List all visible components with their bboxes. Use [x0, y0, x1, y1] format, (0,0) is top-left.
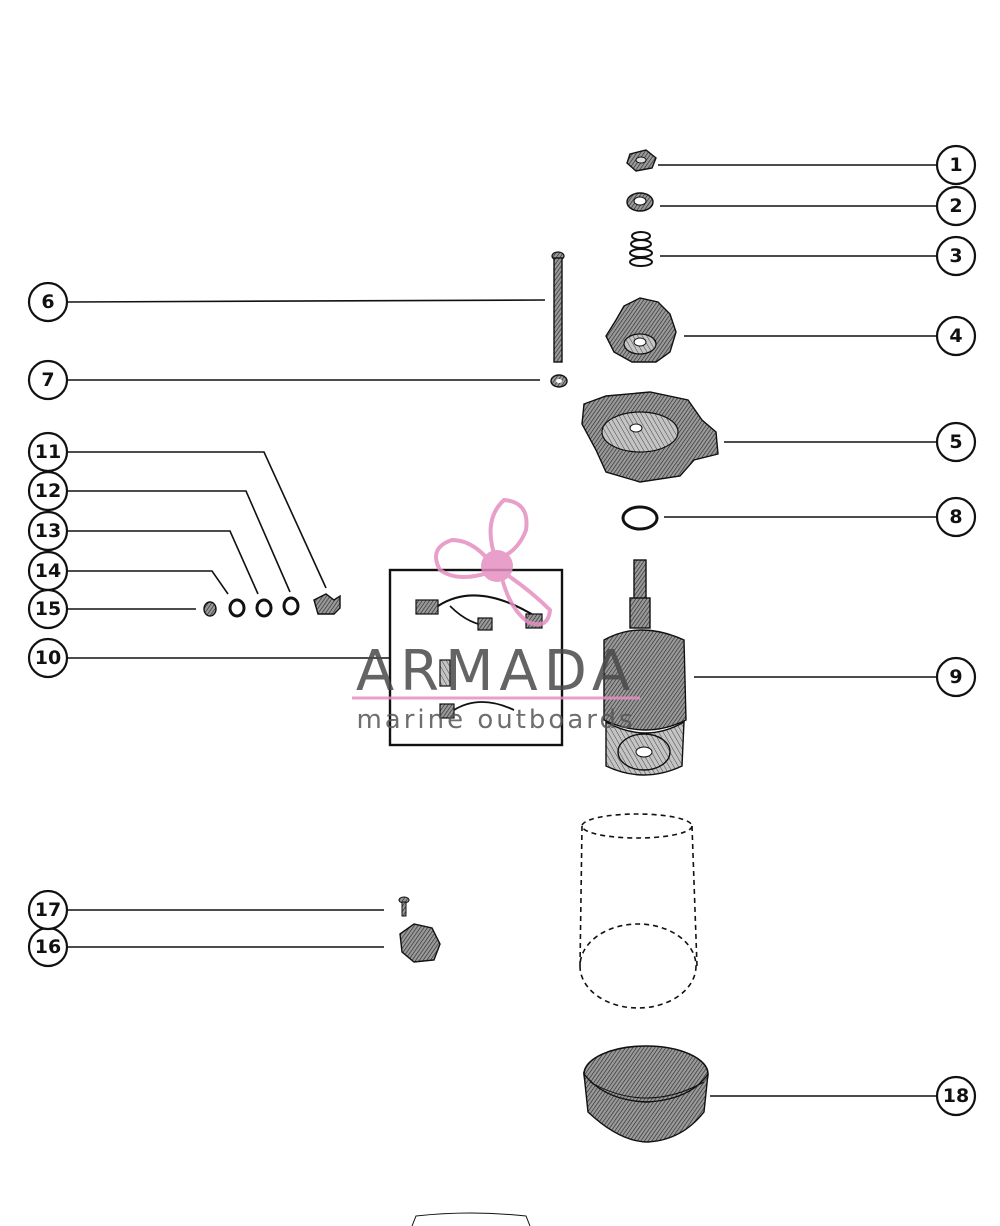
- callout-1: 1: [935, 144, 977, 186]
- svg-text:8: 8: [949, 506, 962, 528]
- watermark-tagline: marine outboards: [356, 705, 635, 735]
- leader-13: [68, 530, 259, 595]
- svg-text:10: 10: [35, 647, 61, 669]
- part-5-end-cap: [581, 391, 719, 483]
- leader-11: [68, 451, 327, 589]
- svg-text:15: 15: [35, 598, 61, 620]
- part-11-terminal: [313, 593, 341, 615]
- callout-16: 16: [27, 926, 69, 968]
- svg-text:4: 4: [949, 325, 962, 347]
- leader-6: [67, 299, 546, 303]
- callout-14: 14: [27, 550, 69, 592]
- svg-text:6: 6: [41, 291, 54, 313]
- svg-text:3: 3: [949, 245, 962, 267]
- svg-text:17: 17: [35, 899, 61, 921]
- part-18-commutator-end-cap: [583, 1045, 709, 1143]
- svg-text:16: 16: [35, 936, 61, 958]
- svg-text:1: 1: [949, 154, 962, 176]
- part-17-screw: [398, 896, 410, 917]
- callout-8: 8: [935, 496, 977, 538]
- callout-6: 6: [27, 281, 69, 323]
- part-7-washer: [550, 374, 568, 388]
- callout-12: 12: [27, 470, 69, 512]
- motor-frame-outline: [579, 813, 698, 1009]
- callout-5: 5: [935, 421, 977, 463]
- callout-7: 7: [27, 359, 69, 401]
- callout-17: 17: [27, 889, 69, 931]
- part-16-brush-holder: [399, 923, 441, 963]
- callout-3: 3: [935, 235, 977, 277]
- page-tab-outline: [411, 1212, 531, 1226]
- part-14-washer: [228, 598, 246, 618]
- callout-15: 15: [27, 588, 69, 630]
- leader-12: [68, 490, 291, 593]
- svg-text:13: 13: [35, 520, 61, 542]
- callout-10: 10: [27, 637, 69, 679]
- callout-2: 2: [935, 185, 977, 227]
- leader-lines: [67, 164, 937, 1097]
- svg-text:18: 18: [943, 1085, 969, 1107]
- callout-18: 18: [935, 1075, 977, 1117]
- part-13-washer: [255, 598, 273, 618]
- svg-text:14: 14: [35, 560, 61, 582]
- part-4-drive-gear: [605, 297, 677, 363]
- armada-watermark: ARMADA marine outboards: [352, 497, 640, 735]
- propeller-hub-icon: [481, 550, 513, 582]
- part-1-nut: [626, 149, 657, 172]
- part-6-thru-bolt: [551, 251, 565, 363]
- svg-text:9: 9: [949, 666, 962, 688]
- callout-4: 4: [935, 315, 977, 357]
- part-12-washer: [282, 596, 300, 616]
- callout-9: 9: [935, 656, 977, 698]
- callout-13: 13: [27, 510, 69, 552]
- part-8-o-ring: [621, 505, 659, 531]
- svg-text:11: 11: [35, 441, 61, 463]
- part-2-washer: [626, 192, 654, 212]
- svg-text:7: 7: [41, 369, 54, 391]
- part-15-nut: [203, 601, 217, 617]
- watermark-brand: ARMADA: [356, 639, 636, 704]
- svg-text:12: 12: [35, 480, 61, 502]
- svg-text:5: 5: [949, 431, 962, 453]
- propeller-logo-icon: [434, 497, 553, 627]
- part-3-spring: [629, 231, 653, 267]
- part-9-armature: [603, 559, 687, 776]
- callout-11: 11: [27, 431, 69, 473]
- leader-14: [68, 570, 229, 595]
- svg-text:2: 2: [949, 195, 962, 217]
